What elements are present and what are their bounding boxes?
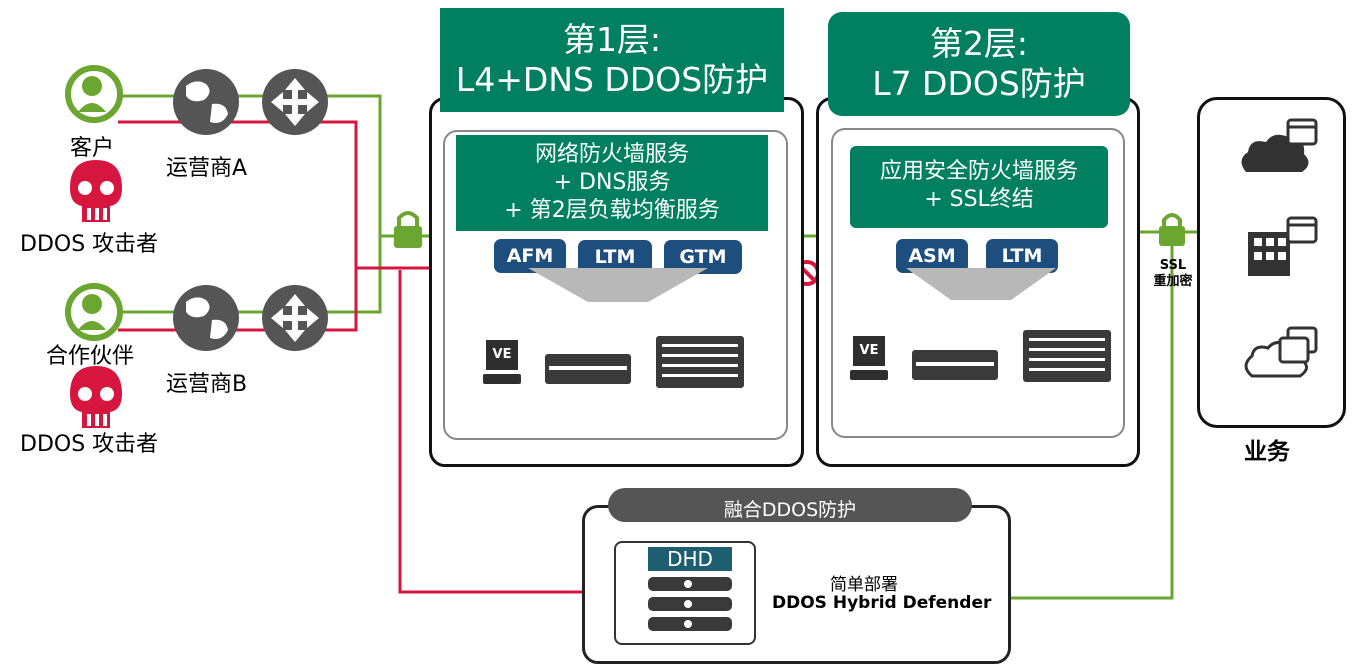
layer1-appliance-icon [545, 354, 631, 384]
layer2-service-line2: + SSL终结 [924, 187, 1034, 212]
hybrid-title-bar: 融合DDOS防护 [608, 488, 972, 522]
layer1-chassis-icon [656, 336, 744, 388]
customer-label: 客户 [70, 136, 115, 161]
dhd-badge: DHD [648, 547, 732, 571]
ssl-reencrypt-label: SSL 重加密 [1142, 258, 1204, 290]
layer1-title-line2: L4+DNS DDOS防护 [455, 60, 769, 99]
layer1-title-line1: 第1层: [562, 20, 662, 59]
carrier-a-globe-icon [173, 69, 239, 135]
layer1-service-line3: + 第2层负载均衡服务 [504, 198, 720, 223]
layer2-chassis-icon [1023, 330, 1111, 382]
lock-icon-2 [1159, 213, 1185, 246]
module-afm: AFM [494, 239, 566, 273]
layer2-ve-device-icon: VE [850, 336, 888, 382]
business-icons [1241, 118, 1318, 378]
hybrid-line1: 简单部署 [830, 575, 898, 595]
ve-label-2: VE [853, 336, 885, 366]
layer1-header: 第1层: L4+DNS DDOS防护 [440, 8, 784, 112]
layer1-service-line2: + DNS服务 [553, 170, 671, 195]
layer1-service-box: 网络防火墙服务 + DNS服务 + 第2层负载均衡服务 [456, 135, 768, 231]
ssl-label-line1: SSL [1159, 258, 1187, 273]
attacker-skull-icon-1 [70, 160, 122, 222]
layer2-title-line1: 第2层: [929, 24, 1029, 63]
carrier-b-label: 运营商B [166, 372, 248, 397]
layer1-service-line1: 网络防火墙服务 [534, 142, 689, 167]
layer1-ve-device-icon: VE [483, 340, 521, 386]
layer2-service-box: 应用安全防火墙服务 + SSL终结 [850, 146, 1108, 228]
ssl-label-line2: 重加密 [1153, 274, 1193, 289]
dhd-device-box: DHD [614, 541, 756, 645]
carrier-b-globe-icon [173, 285, 239, 351]
layer2-appliance-icon [912, 350, 998, 380]
layer1-funnel [528, 268, 708, 302]
carrier-a-label: 运营商A [166, 156, 248, 181]
building-icon [1248, 216, 1318, 276]
router-a-icon [262, 69, 328, 135]
customer-icon [65, 65, 123, 123]
module-ltm-2: LTM [986, 239, 1058, 273]
layer2-header: 第2层: L7 DDOS防护 [828, 12, 1130, 116]
layer2-service-line1: 应用安全防火墙服务 [879, 159, 1078, 184]
attacker-skull-icon-2 [70, 366, 122, 428]
hybrid-cloud-icon [1244, 326, 1318, 378]
lock-icon-1 [394, 211, 422, 248]
hybrid-title: 融合DDOS防护 [723, 499, 857, 521]
layer2-funnel [906, 268, 1056, 300]
hybrid-line2: DDOS Hybrid Defender [772, 593, 992, 613]
business-label: 业务 [1244, 439, 1290, 465]
attacker-label-1: DDOS 攻击者 [20, 232, 159, 257]
ve-label-1: VE [486, 340, 518, 370]
partner-icon [65, 283, 123, 341]
module-asm: ASM [896, 239, 968, 273]
partner-label: 合作伙伴 [46, 344, 135, 369]
attacker-label-2: DDOS 攻击者 [20, 432, 159, 457]
layer2-title-line2: L7 DDOS防护 [872, 64, 1086, 103]
cloud-server-icon [1241, 118, 1318, 172]
router-b-icon [262, 285, 328, 351]
